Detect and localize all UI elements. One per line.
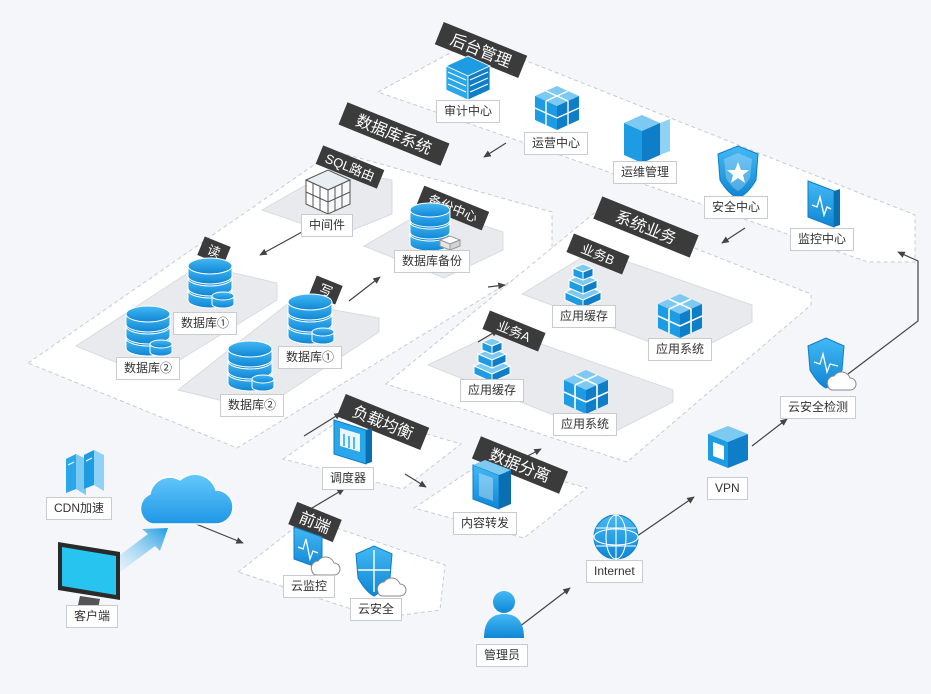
cube-cluster-icon	[657, 294, 703, 338]
database-backup-icon	[409, 202, 462, 252]
server-rack-icon	[445, 55, 491, 101]
cloud-monitor-icon	[293, 526, 341, 576]
arrow-admin-to-system	[721, 227, 746, 244]
cloud-icon	[139, 473, 234, 525]
shield-star-icon	[717, 145, 759, 199]
arrow-write-to-backup	[348, 276, 381, 302]
cloud-shield-icon	[355, 545, 407, 597]
desktop-monitor-icon	[58, 542, 120, 608]
forwarding-server-icon	[472, 460, 511, 510]
arrow-middleware-to-read	[259, 231, 303, 256]
arrow-loadbalance-to-database	[303, 412, 342, 437]
user-icon	[484, 591, 524, 638]
arrow-vpn-to-scan	[751, 418, 788, 447]
monitor-screen-icon	[807, 180, 840, 228]
zone-tag-database: 数据库系统	[338, 102, 450, 166]
arrow-scan-to-admin	[847, 251, 919, 375]
arrow-system-link-2	[487, 282, 506, 290]
globe-icon	[593, 514, 639, 560]
cube-cluster-icon	[563, 370, 609, 414]
cache-stack-icon	[563, 263, 603, 309]
zone-frontend-area	[236, 517, 446, 619]
zone-title-read: 读	[205, 242, 223, 261]
cdn-server-icon	[66, 450, 104, 495]
arrow-admin-to-database	[483, 142, 507, 158]
database-icon	[125, 305, 173, 357]
dispatcher-panel-icon	[333, 419, 372, 465]
database-icon	[287, 293, 335, 345]
arrow-scheduler-to-split	[404, 473, 427, 488]
arrow-admin-user-to-internet	[518, 587, 571, 628]
vpn-box-icon	[708, 426, 748, 468]
server-tower-icon	[624, 115, 670, 163]
cabinet-icon	[304, 169, 352, 215]
database-icon	[227, 340, 275, 392]
cloud-shield-scan-icon	[807, 337, 857, 391]
database-icon	[187, 257, 235, 309]
arrow-frontend-to-loadbalance	[306, 488, 345, 512]
cache-stack-icon	[472, 337, 512, 383]
server-cube-icon	[534, 86, 580, 130]
